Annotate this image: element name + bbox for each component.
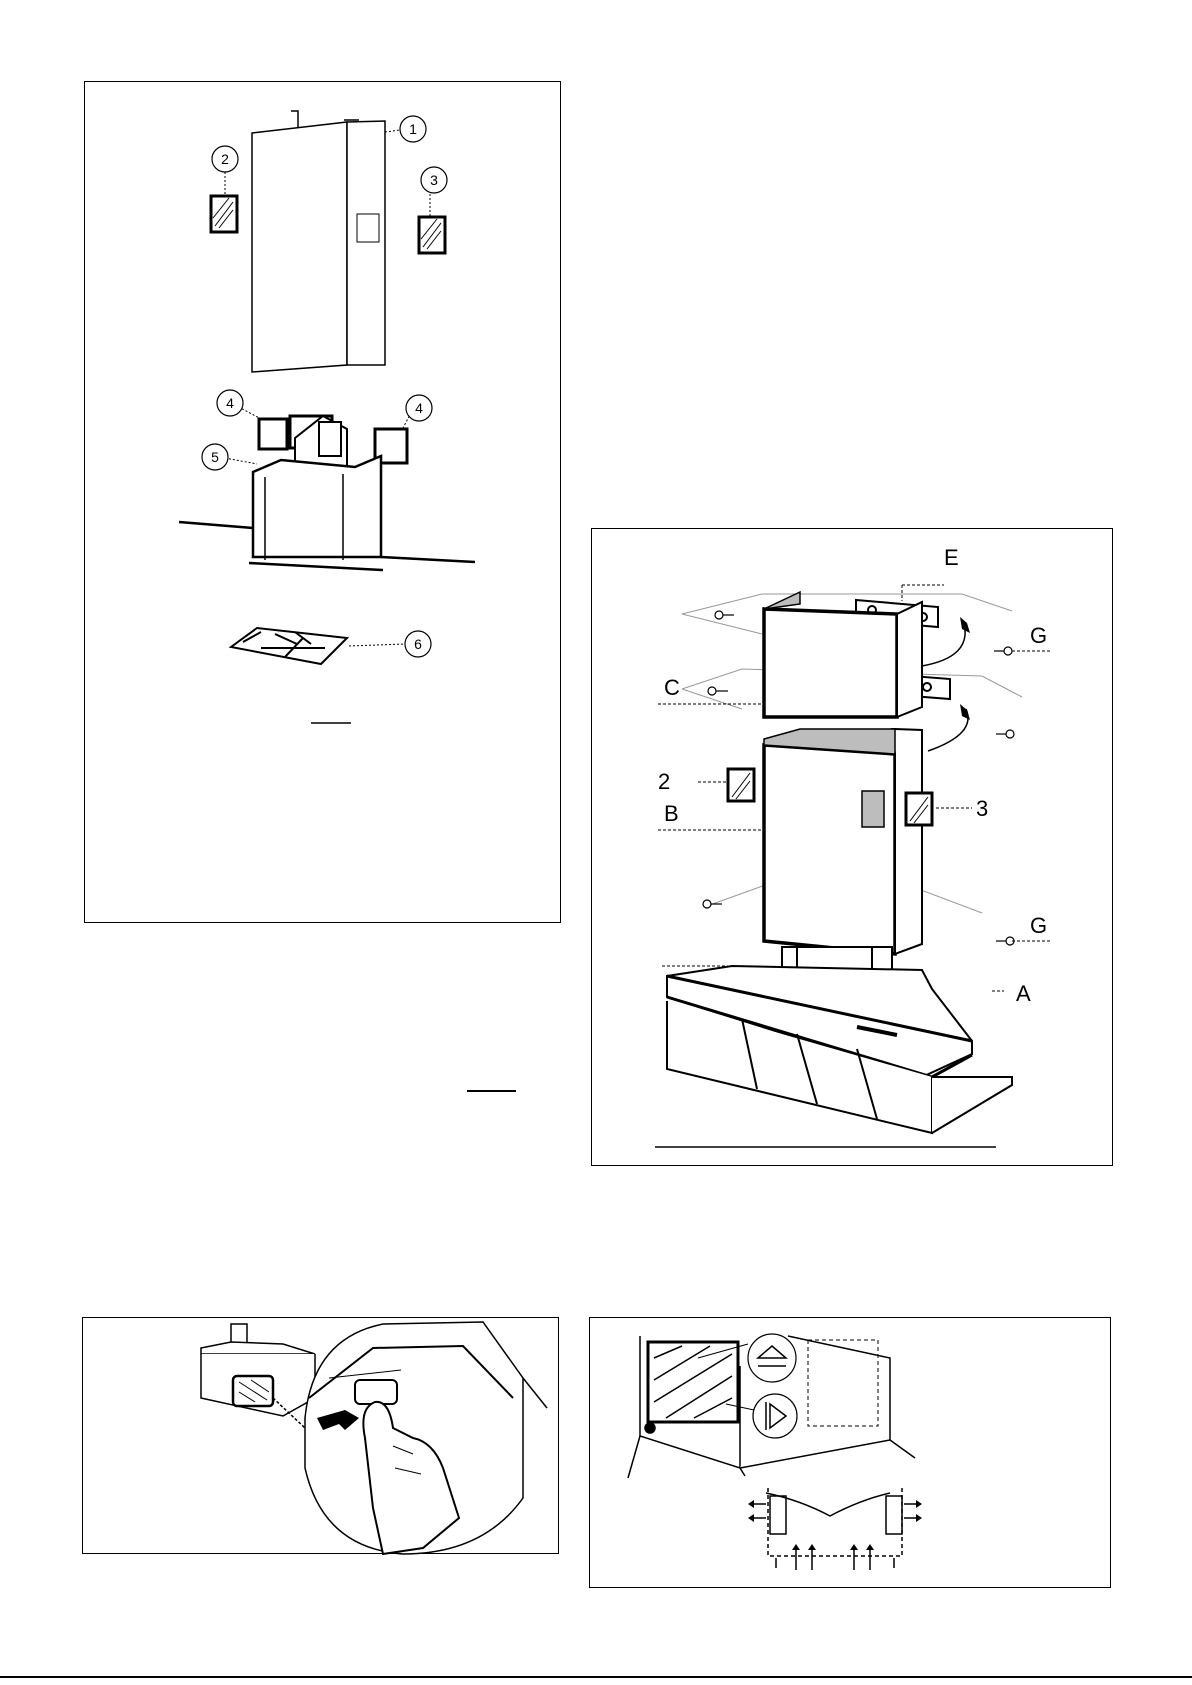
- airflow-arrowheads: [748, 1500, 922, 1550]
- text-underline-left: [467, 1090, 516, 1092]
- airflow-diagram: [750, 1488, 920, 1570]
- carbon-filter-part-6: [231, 628, 347, 664]
- panel-chimney-assembly: E G C 2 3 B G A: [591, 528, 1113, 1166]
- filter-2: [728, 769, 754, 801]
- callout-5: 5: [211, 449, 219, 465]
- callout-4-right: 4: [415, 400, 423, 416]
- exploded-view-drawing: 1 2 3 4 4 5 6: [85, 82, 562, 924]
- filter-latch: [355, 1380, 397, 1404]
- grease-filter: [648, 1342, 738, 1422]
- upper-chimney-part-1: [252, 111, 385, 372]
- filter-part-3: [419, 217, 445, 253]
- hood-edge: [523, 1378, 547, 1408]
- filter-3: [906, 793, 932, 825]
- arrow-head-2: [960, 704, 970, 720]
- label-B: B: [664, 801, 679, 826]
- cooker-hood-A: [667, 966, 1012, 1133]
- filter-orientation-drawing: [590, 1318, 1112, 1589]
- filter-part-2: [211, 196, 237, 232]
- filter-removal-drawing: [83, 1318, 560, 1555]
- callout-1: 1: [409, 121, 417, 137]
- zoom-detail: [305, 1322, 523, 1554]
- label-C: C: [664, 675, 680, 700]
- callout-3: 3: [430, 172, 438, 188]
- page-footer-rule: [0, 1676, 1192, 1678]
- callout-2: 2: [221, 151, 229, 167]
- label-3: 3: [976, 796, 988, 821]
- panel-filter-orientation: [589, 1317, 1111, 1588]
- callout-6: 6: [414, 636, 422, 652]
- panel-chimney-exploded-view: 1 2 3 4 4 5 6: [84, 81, 561, 923]
- small-hood-overview: [201, 1324, 315, 1416]
- assembly-drawing: E G C 2 3 B G A: [592, 529, 1114, 1167]
- label-A: A: [1016, 981, 1031, 1006]
- callout-4-left: 4: [226, 395, 234, 411]
- label-2: 2: [658, 769, 670, 794]
- lower-chimney-B: [764, 729, 922, 954]
- label-G-upper: G: [1030, 623, 1047, 648]
- motor-housing: [253, 456, 381, 560]
- label-E: E: [944, 545, 959, 570]
- label-G-lower: G: [1030, 913, 1047, 938]
- panel-filter-removal: [82, 1317, 559, 1554]
